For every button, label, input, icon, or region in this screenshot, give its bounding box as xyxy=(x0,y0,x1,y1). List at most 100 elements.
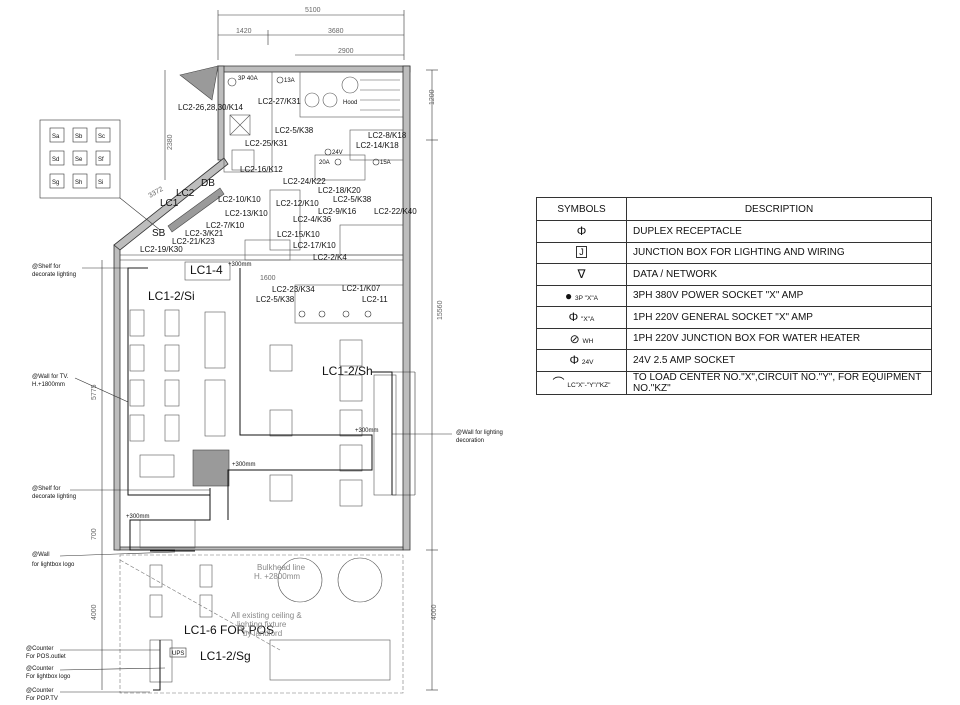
callout-tv-2: H.+1800mm xyxy=(32,382,65,388)
dim-right-mid: 4000 xyxy=(431,604,438,620)
bulkhead-height: H. +2800mm xyxy=(254,572,300,581)
panel-lc1-6: LC1-6 FOR POS xyxy=(184,623,274,637)
legend-row: J JUNCTION BOX FOR LIGHTING AND WIRING xyxy=(536,241,932,264)
panels: LC2 LC1 DB SB LC1-4 LC1-2/Si LC1-2/Sh LC… xyxy=(148,178,373,663)
junction-box-icon: J xyxy=(576,246,587,259)
legend-row: Φ "X"A 1PH 220V GENERAL SOCKET "X" AMP xyxy=(536,306,932,329)
callout-lightbox-2: for lightbox logo xyxy=(32,562,75,568)
circuit-k30: LC2-19/K30 xyxy=(140,245,183,254)
height-300d: +300mm xyxy=(126,514,150,520)
legend-row: ● 3P "X"A 3PH 380V POWER SOCKET "X" AMP xyxy=(536,284,932,307)
circuit-k10a: LC2-10/K10 xyxy=(218,195,261,204)
circuit-k10c: LC2-13/K10 xyxy=(225,209,268,218)
legend-tag: 24V xyxy=(581,359,594,367)
existing-note-2: lighting fixture xyxy=(237,620,287,629)
duplex-receptacle-icon: Φ xyxy=(576,224,587,239)
socket-24v-icon: Φ xyxy=(569,353,580,368)
legend-row: ∇ DATA / NETWORK xyxy=(536,263,932,286)
dim-right-segment: 3680 xyxy=(328,28,344,35)
callout-wall-deco-1: @Wall for lighting xyxy=(456,430,503,436)
callout-counter-pos-2: For POS.outlet xyxy=(26,654,66,660)
circuit-k10b: LC2-12/K10 xyxy=(276,199,319,208)
dim-top-right: 1200 xyxy=(429,89,436,105)
circuit-k14: LC2-26,28,30/K14 xyxy=(178,103,243,112)
circuit-k34: LC2-23/K34 xyxy=(272,285,315,294)
dim-inner: 1600 xyxy=(260,275,276,282)
circuit-k31b: LC2-25/K31 xyxy=(245,139,288,148)
callout-shelf-mid-1: @Shelf for xyxy=(32,486,60,492)
legend-header-description: DESCRIPTION xyxy=(626,197,932,221)
callout-counter-logo-1: @Counter xyxy=(26,666,53,672)
circuit-k23: LC2-21/K23 xyxy=(172,237,215,246)
callouts: @Shelf for decorate lighting @Wall for T… xyxy=(26,264,503,702)
legend-tag: WH xyxy=(582,337,594,345)
callout-counter-logo-2: For lightbox logo xyxy=(26,674,71,680)
switch-label: Si xyxy=(98,180,103,186)
panel-db: DB xyxy=(201,178,215,189)
dimension-lines: 5100 1420 3680 2900 1200 15560 4000 2380… xyxy=(91,7,444,691)
legend-tag: 3P "X"A xyxy=(575,294,598,302)
panel-lc1: LC1 xyxy=(160,198,179,209)
circuit-k10d: LC2-7/K10 xyxy=(206,221,245,230)
panel-lc2: LC2 xyxy=(176,188,195,199)
legend-row: ⊘ WH 1PH 220V JUNCTION BOX FOR WATER HEA… xyxy=(536,327,932,350)
circuit-k16: LC2-9/K16 xyxy=(318,207,357,216)
legend-header-symbols: SYMBOLS xyxy=(536,197,627,221)
circuit-k12: LC2-16/K12 xyxy=(240,165,283,174)
switch-label: Sc xyxy=(98,134,105,140)
outlet-20a: 20A xyxy=(319,160,330,166)
circuit-k36: LC2-4/K36 xyxy=(293,215,332,224)
legend-description: 1PH 220V JUNCTION BOX FOR WATER HEATER xyxy=(626,327,932,350)
height-300a: +300mm xyxy=(228,262,252,268)
callout-wall-deco-2: decoration xyxy=(456,438,484,444)
bulkhead-notes: Bulkhead line H. +2800mm All existing ce… xyxy=(119,554,404,694)
panel-lc1-2-si: LC1-2/Si xyxy=(148,289,195,303)
switch-label: Sb xyxy=(75,134,83,140)
bulkhead-line: Bulkhead line xyxy=(257,563,306,572)
circuit-k4: LC2-2/K4 xyxy=(313,253,347,262)
circuit-k18: LC2-8/K18 xyxy=(368,131,407,140)
load-center-arc-icon: ⌒ xyxy=(552,376,565,390)
circuit-lc2-11: LC2-11 xyxy=(362,295,388,304)
dim-left-upper: 2380 xyxy=(167,134,174,150)
walls xyxy=(113,65,411,551)
outlet-symbols: 3P 40A 13A 24V 20A 15A xyxy=(227,76,391,318)
legend-tag: LC"X"-"Y"/"KZ" xyxy=(567,382,611,389)
panel-sb: SB xyxy=(152,228,166,239)
existing-note-3: by landlord xyxy=(243,629,282,638)
legend-description: DATA / NETWORK xyxy=(626,263,932,286)
switch-label: Sg xyxy=(52,180,59,186)
height-300b: +300mm xyxy=(355,428,379,434)
panel-lc1-4: LC1-4 xyxy=(190,263,223,277)
callout-counter-tv-2: For POP.TV xyxy=(26,696,58,702)
ups-label: UPS xyxy=(172,651,184,657)
dim-overall-width: 5100 xyxy=(305,7,321,14)
legend-description: TO LOAD CENTER NO."X",CIRCUIT NO."Y", FO… xyxy=(626,370,932,395)
legend-header-row: SYMBOLS DESCRIPTION xyxy=(536,197,932,221)
circuit-k40: LC2-22/K40 xyxy=(374,207,417,216)
general-socket-icon: Φ xyxy=(568,310,579,325)
legend-description: DUPLEX RECEPTACLE xyxy=(626,220,932,243)
hood-label: Hood xyxy=(343,100,357,106)
outlet-24v: 24V xyxy=(332,150,343,156)
water-heater-box-icon: ⊘ xyxy=(569,331,580,346)
circuit-k38a: LC2-5/K38 xyxy=(275,126,314,135)
legend-description: 3PH 380V POWER SOCKET "X" AMP xyxy=(626,284,932,307)
legend-row: Φ 24V 24V 2.5 AMP SOCKET xyxy=(536,349,932,372)
circuit-k21: LC2-3/K21 xyxy=(185,229,224,238)
power-socket-3ph-icon: ● xyxy=(565,288,573,303)
circuit-k07: LC2-1/K07 xyxy=(342,284,381,293)
switch-label: Sa xyxy=(52,134,60,140)
outlet-15a: 15A xyxy=(380,160,391,166)
callout-lightbox-1: @Wall xyxy=(32,552,50,558)
callout-counter-tv-1: @Counter xyxy=(26,688,53,694)
dim-kitchen-width: 2900 xyxy=(338,48,354,55)
height-300c: +300mm xyxy=(232,462,256,468)
dim-right-overall: 15560 xyxy=(437,300,444,320)
dim-left-mid: 5775 xyxy=(91,384,98,400)
circuit-k38c: LC2-5/K38 xyxy=(256,295,295,304)
callout-counter-pos-1: @Counter xyxy=(26,646,53,652)
switch-label: Sd xyxy=(52,157,59,163)
outlet-13a: 13A xyxy=(284,78,295,84)
callout-shelf-mid-2: decorate lighting xyxy=(32,494,76,500)
